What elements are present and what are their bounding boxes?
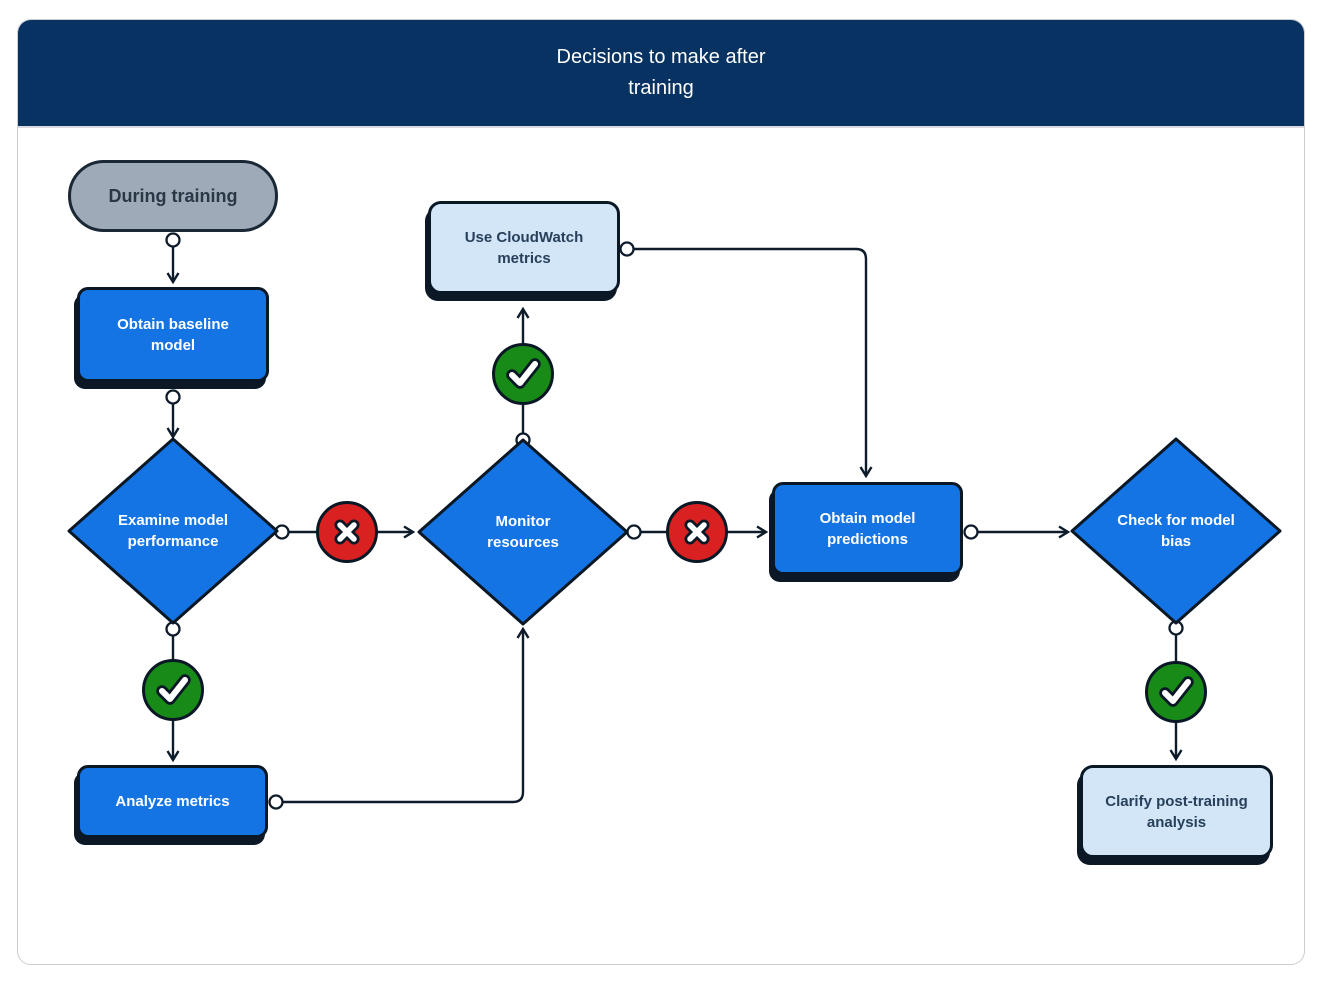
- node-check-for-model-bias: Check for model bias: [1070, 437, 1282, 625]
- node-label: Use CloudWatch metrics: [464, 228, 584, 267]
- success-marker: [492, 343, 554, 405]
- node-analyze-metrics: Analyze metrics: [77, 765, 268, 838]
- failure-marker: [666, 501, 728, 563]
- node-monitor-resources: Monitor resources: [417, 438, 629, 626]
- node-label: During training: [108, 185, 238, 206]
- node-label: Monitor resources: [487, 513, 559, 551]
- success-marker: [1145, 661, 1207, 723]
- node-obtain-model-predictions: Obtain model predictions: [772, 482, 963, 575]
- failure-marker: [316, 501, 378, 563]
- check-icon: [156, 674, 191, 705]
- node-label: Examine model performance: [117, 512, 229, 550]
- node-clarify-post-training-analysis: Clarify post-training analysis: [1080, 765, 1273, 858]
- node-obtain-baseline-model: Obtain baseline model: [77, 287, 269, 382]
- x-icon: [684, 519, 710, 545]
- node-examine-model-performance: Examine model performance: [67, 437, 279, 625]
- node-during-training: During training: [68, 160, 278, 232]
- x-icon: [334, 519, 360, 545]
- node-label: Check for model bias: [1117, 512, 1235, 550]
- diagram-header: Decisions to make after training: [18, 20, 1304, 128]
- diagram-title: Decisions to make after training: [556, 46, 766, 99]
- check-icon: [1159, 676, 1194, 707]
- check-icon: [506, 358, 541, 389]
- success-marker: [142, 659, 204, 721]
- node-use-cloudwatch-metrics: Use CloudWatch metrics: [428, 201, 620, 294]
- node-label: Clarify post-training analysis: [1105, 792, 1248, 831]
- diamond-shape: [417, 438, 629, 626]
- node-label: Analyze metrics: [115, 793, 230, 810]
- node-label: Obtain model predictions: [819, 509, 916, 548]
- node-label: Obtain baseline model: [117, 315, 229, 354]
